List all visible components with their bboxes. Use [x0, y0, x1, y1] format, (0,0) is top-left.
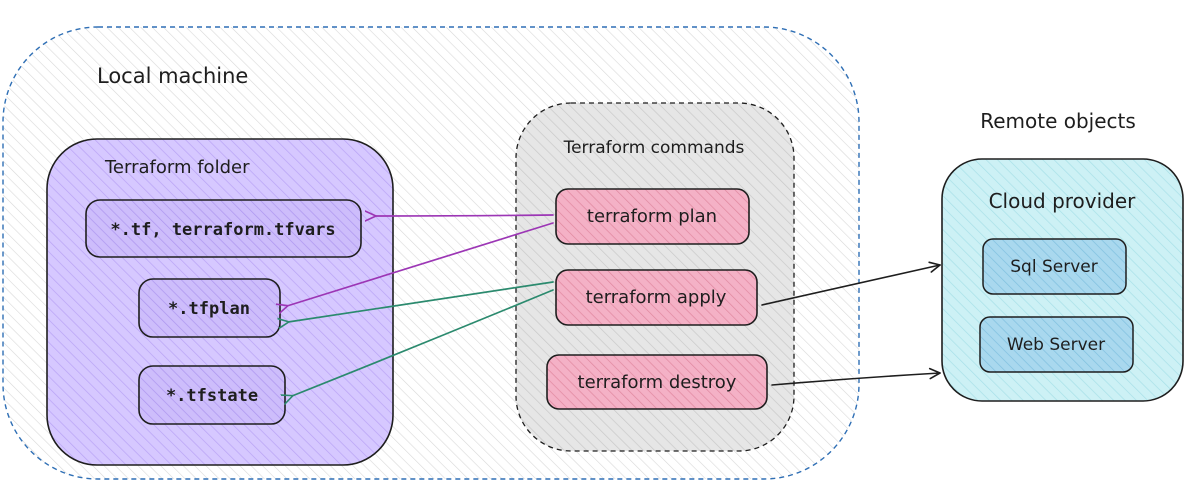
file-tfstate: *.tfstate	[138, 365, 286, 425]
file-tf-tfvars: *.tf, terraform.tfvars	[85, 199, 362, 258]
command-terraform-destroy-label: terraform destroy	[578, 372, 737, 393]
terraform-folder-container: Terraform folder *.tf, terraform.tfvars …	[46, 138, 394, 466]
arrow-plan-to-tf	[375, 215, 554, 216]
local-machine-label: Local machine	[97, 64, 248, 88]
cloud-provider-label: Cloud provider	[989, 189, 1137, 213]
arrows	[287, 215, 941, 396]
service-web-server: Web Server	[979, 316, 1134, 373]
service-sql-server: Sql Server	[982, 238, 1127, 295]
arrow-apply-to-tfstate	[292, 289, 554, 396]
arrow-plan-to-tfplan	[287, 222, 554, 306]
file-tf-tfvars-label: *.tf, terraform.tfvars	[110, 220, 335, 240]
command-terraform-destroy: terraform destroy	[546, 354, 768, 410]
service-web-server-label: Web Server	[1007, 335, 1105, 355]
terraform-commands-label: Terraform commands	[563, 138, 745, 158]
arrow-apply-to-tfplan	[288, 281, 554, 322]
command-terraform-apply-label: terraform apply	[586, 287, 727, 308]
file-tfplan-label: *.tfplan	[168, 299, 250, 319]
remote-objects-label: Remote objects	[980, 109, 1136, 133]
terraform-folder-label: Terraform folder	[104, 157, 250, 178]
service-sql-server-label: Sql Server	[1010, 257, 1097, 277]
arrow-apply-to-cloud	[761, 261, 941, 306]
file-tfplan: *.tfplan	[138, 278, 281, 338]
command-terraform-plan: terraform plan	[555, 188, 750, 245]
terraform-commands-container: Terraform commands terraform plan terraf…	[515, 102, 795, 452]
command-terraform-apply: terraform apply	[555, 269, 758, 326]
command-terraform-plan-label: terraform plan	[587, 206, 717, 227]
cloud-provider-container: Cloud provider Sql Server Web Server	[941, 158, 1184, 402]
arrow-destroy-to-cloud	[771, 367, 941, 386]
file-tfstate-label: *.tfstate	[166, 386, 258, 406]
